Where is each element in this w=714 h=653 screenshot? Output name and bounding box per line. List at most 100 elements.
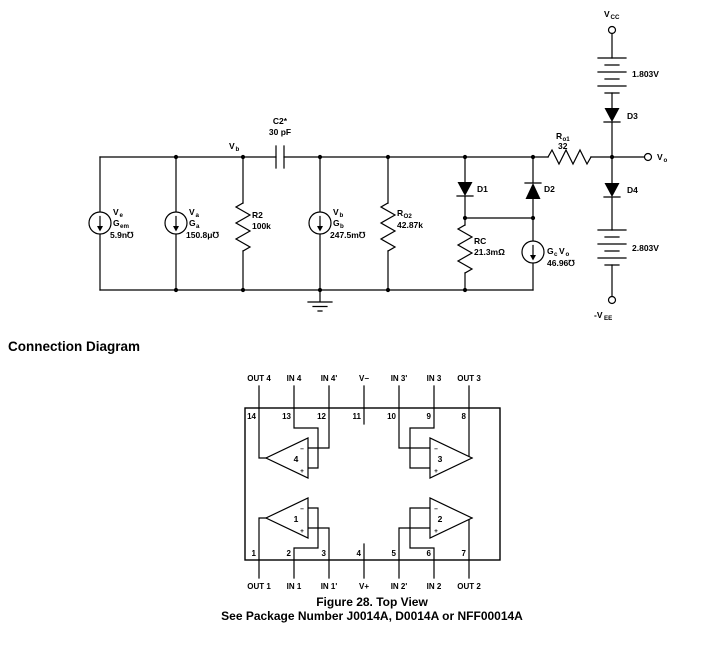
opamp-4-minus: −	[300, 446, 304, 453]
opamp-2-minus: −	[434, 506, 438, 513]
node-dot	[385, 154, 391, 160]
bottom-pin-stubs	[258, 559, 470, 579]
wire-source-branches	[99, 156, 321, 291]
pin-label-in2p: IN 2'	[391, 582, 408, 591]
opamp-3-plus: +	[434, 468, 438, 475]
pin-label-vplus: V+	[359, 582, 369, 591]
pin-num-4: 4	[357, 549, 362, 558]
ro1-label: R	[556, 131, 562, 141]
opamp-1-label: 1	[294, 514, 299, 524]
vb-node-label: V	[229, 141, 235, 151]
r2-label: R2	[252, 210, 263, 220]
pin-label-out1: OUT 1	[247, 582, 271, 591]
pin-num-11: 11	[353, 412, 362, 421]
pin-num-2: 2	[287, 549, 292, 558]
pin-num-10: 10	[387, 412, 396, 421]
pin-label-in4p: IN 4'	[321, 374, 338, 383]
vo-label: V	[657, 152, 663, 162]
c2-label: C2*	[273, 116, 288, 126]
source-ve-gain: G	[113, 218, 120, 228]
diode-d1	[457, 182, 473, 196]
pin-label-in1: IN 1	[287, 582, 302, 591]
node-dot	[609, 154, 615, 160]
pin-num-3: 3	[322, 549, 327, 558]
source-gc-value: 46.96℧	[547, 258, 575, 268]
pin-num-13: 13	[282, 412, 291, 421]
source-ve-label: V	[113, 207, 119, 217]
source-gc-vo: V	[559, 246, 565, 256]
vb-node-label-sub: b	[236, 146, 240, 153]
capacitor-c2	[275, 145, 285, 169]
source-va-gain: G	[189, 218, 196, 228]
node-dot	[462, 154, 468, 160]
pin-num-6: 6	[427, 549, 432, 558]
node-dot	[173, 154, 179, 160]
pin-num-8: 8	[462, 412, 467, 421]
pin-num-14: 14	[247, 412, 256, 421]
source-va-value: 150.8μ℧	[186, 230, 219, 240]
node-dot	[462, 287, 468, 293]
amp1-wiring	[258, 507, 330, 561]
node-dot	[462, 215, 468, 221]
diode-d2	[525, 183, 541, 199]
node-dot	[317, 154, 323, 160]
pin-num-7: 7	[462, 549, 467, 558]
diode-d1-label: D1	[477, 184, 488, 194]
source-va-arrowhead	[173, 226, 179, 232]
resistor-ro2	[379, 202, 397, 252]
node-dot	[240, 154, 246, 160]
diode-d4	[604, 183, 620, 197]
opamp-1	[264, 497, 309, 539]
rc-label: RC	[474, 236, 486, 246]
node-dot	[173, 287, 179, 293]
opamp-4-label: 4	[294, 454, 299, 464]
ro1-value: 32	[558, 141, 568, 151]
ro1-label-sub: o1	[563, 136, 571, 143]
source-gc-gain: G	[547, 246, 554, 256]
source-gc-gain-sub: c	[554, 251, 558, 258]
pin-num-5: 5	[392, 549, 397, 558]
pin-label-vminus: V−	[359, 374, 369, 383]
pin-label-in3: IN 3	[427, 374, 442, 383]
source-vb-label-sub: b	[340, 212, 344, 219]
figure-caption-package: See Package Number J0014A, D0014A or NFF…	[221, 609, 523, 623]
source-gc-vo-sub: o	[566, 251, 570, 258]
source-ve-label-sub: e	[120, 212, 124, 219]
node-dot	[530, 154, 536, 160]
vcc-label-sub: CC	[611, 14, 620, 21]
r2-value: 100k	[252, 221, 271, 231]
node-dot	[317, 287, 323, 293]
opamp-3-minus: −	[434, 446, 438, 453]
opamp-1-minus: −	[300, 506, 304, 513]
source-va-label: V	[189, 207, 195, 217]
top-pin-stubs	[258, 385, 470, 409]
source-gc-arrowhead	[530, 255, 536, 261]
ground-icon	[307, 289, 333, 312]
c2-value: 30 pF	[269, 127, 291, 137]
battery-vcc-value: 1.803V	[632, 69, 659, 79]
source-va-gain-sub: a	[196, 223, 200, 230]
pin-num-12: 12	[317, 412, 326, 421]
battery-vcc	[597, 57, 627, 94]
vee-label: -V	[594, 310, 603, 320]
vcc-label: V	[604, 9, 610, 19]
vo-terminal	[643, 152, 653, 162]
source-vb-gain: G	[333, 218, 340, 228]
diode-d4-label: D4	[627, 185, 638, 195]
pin-label-in2: IN 2	[427, 582, 442, 591]
battery-vee	[597, 229, 627, 266]
opamp-2	[429, 497, 474, 539]
connection-diagram-heading: Connection Diagram	[8, 339, 140, 354]
diode-d3-label: D3	[627, 111, 638, 121]
pin-label-in3p: IN 3'	[391, 374, 408, 383]
pin-num-1: 1	[252, 549, 257, 558]
vee-terminal	[607, 295, 617, 305]
vcc-terminal	[607, 25, 617, 35]
pin-num-9: 9	[427, 412, 432, 421]
dip-package-outline	[244, 407, 501, 561]
diode-d3	[604, 108, 620, 122]
opamp-1-plus: +	[300, 528, 304, 535]
pin-label-out2: OUT 2	[457, 582, 481, 591]
